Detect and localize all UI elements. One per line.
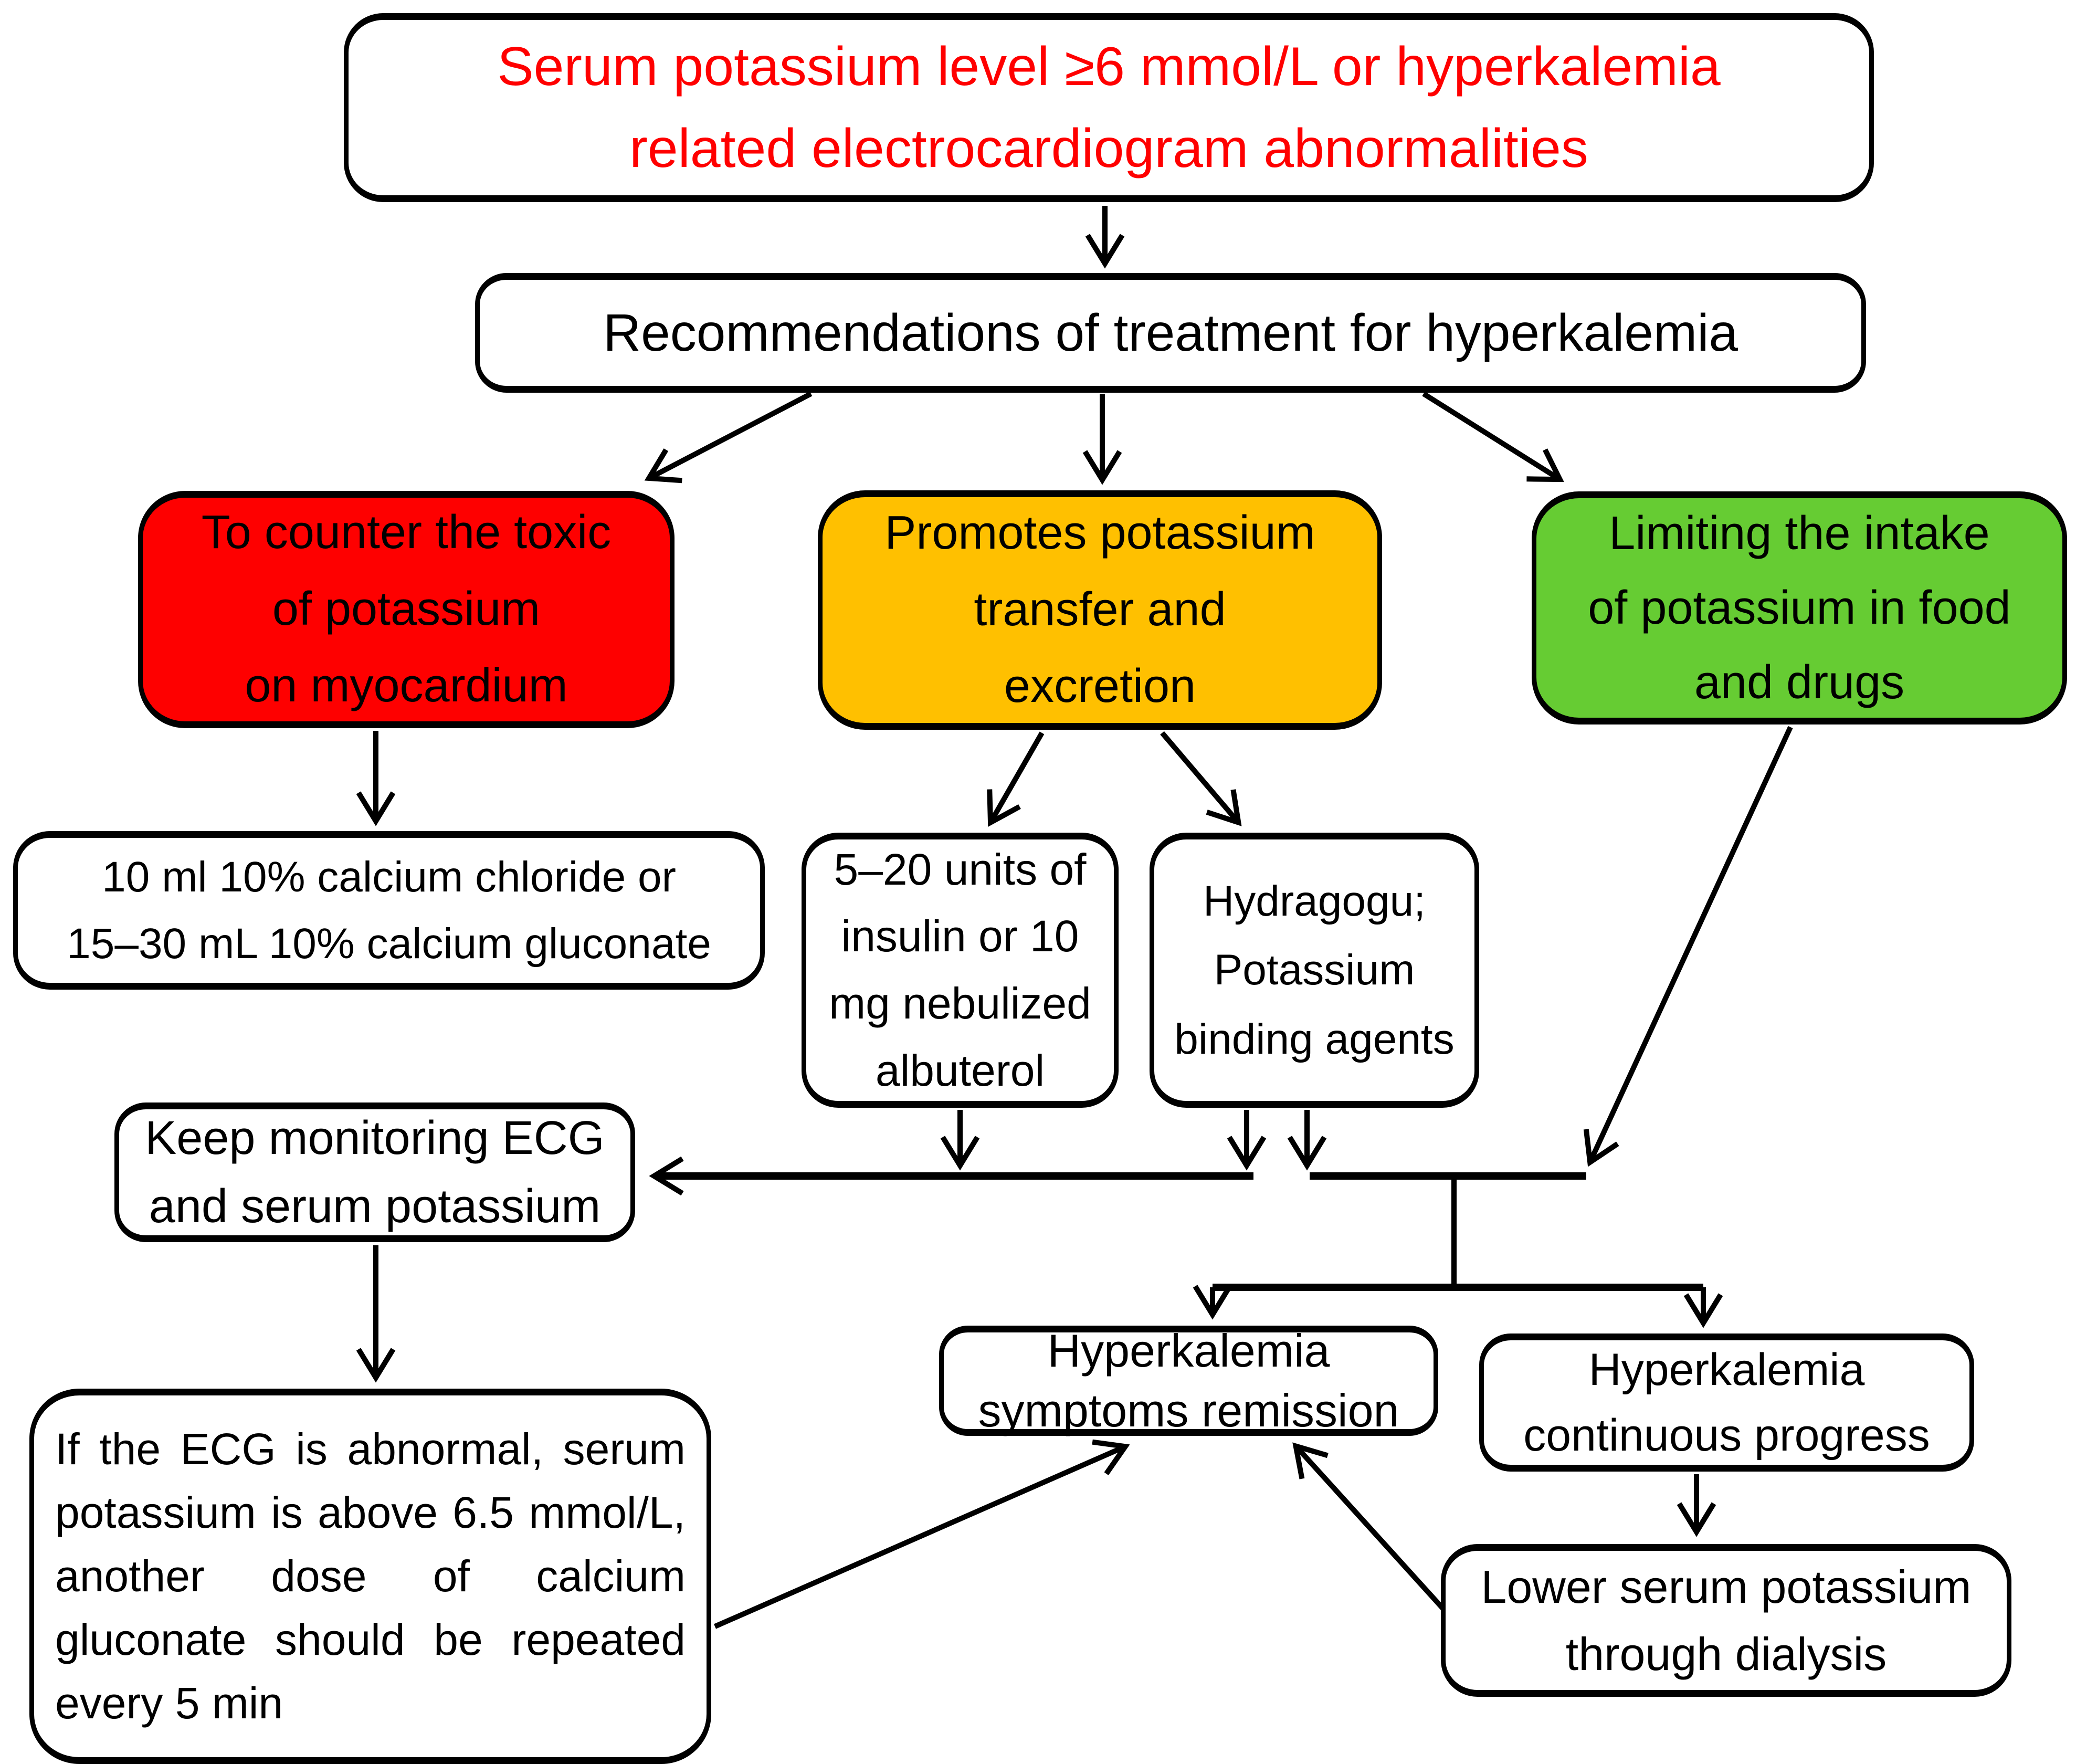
node-text-line: continuous progress bbox=[1523, 1410, 1930, 1461]
arrow-rec-to-limit-intake bbox=[1422, 391, 1564, 482]
node-text-line: symptoms remission bbox=[978, 1384, 1399, 1436]
node-text-line: Potassium bbox=[1214, 946, 1415, 994]
node-text-line: 10 ml 10% calcium chloride or bbox=[102, 853, 676, 901]
node-text-line: and serum potassium bbox=[149, 1180, 601, 1233]
node-text-line: on myocardium bbox=[245, 659, 568, 712]
node-ecg-abnormal-repeat-dose: If the ECG is abnormal, serum potassium … bbox=[29, 1389, 711, 1764]
node-text-line: and drugs bbox=[1694, 656, 1905, 709]
node-continuous-progress: Hyperkalemia continuous progress bbox=[1479, 1334, 1974, 1472]
node-text-line: Promotes potassium bbox=[884, 507, 1315, 560]
node-text-line: Recommendations of treatment for hyperka… bbox=[603, 303, 1738, 362]
node-text-line: through dialysis bbox=[1565, 1628, 1887, 1680]
node-text-line: mg nebulized bbox=[829, 979, 1091, 1028]
node-text-line: insulin or 10 bbox=[841, 911, 1079, 961]
node-text-line: of potassium in food bbox=[1588, 581, 2011, 634]
arrow-dialysis-to-remission bbox=[1292, 1442, 1446, 1611]
node-text-line: Hyperkalemia bbox=[1047, 1324, 1330, 1377]
node-text-line: 15–30 mL 10% calcium gluconate bbox=[67, 920, 711, 968]
arrow-limit-to-collector bbox=[1583, 726, 1793, 1167]
node-keep-monitoring: Keep monitoring ECG and serum potassium bbox=[114, 1102, 635, 1242]
node-paragraph: If the ECG is abnormal, serum potassium … bbox=[55, 1424, 686, 1728]
node-limit-intake: Limiting the intake of potassium in food… bbox=[1532, 491, 2067, 724]
arrow-promote-to-insulin bbox=[987, 731, 1045, 827]
node-text-line: transfer and bbox=[974, 583, 1226, 636]
node-promote-transfer: Promotes potassium transfer and excretio… bbox=[818, 490, 1382, 730]
node-recommendations: Recommendations of treatment for hyperka… bbox=[475, 273, 1866, 393]
node-text-line: Hyperkalemia bbox=[1588, 1344, 1865, 1395]
node-hydragogu-binding-agents: Hydragogu; Potassium binding agents bbox=[1150, 833, 1479, 1108]
node-text-line: albuterol bbox=[875, 1045, 1045, 1095]
node-text-line: related electrocardiogram abnormalities bbox=[629, 118, 1588, 179]
node-symptoms-remission: Hyperkalemia symptoms remission bbox=[939, 1325, 1438, 1436]
node-text-line: Keep monitoring ECG bbox=[145, 1111, 605, 1164]
arrow-promote-to-hydragogu bbox=[1160, 731, 1242, 826]
node-dialysis: Lower serum potassium through dialysis bbox=[1441, 1544, 2011, 1697]
node-text-line: binding agents bbox=[1174, 1015, 1455, 1063]
arrow-rec-to-counter-toxic bbox=[644, 391, 813, 484]
node-serum-potassium-trigger: Serum potassium level ≥6 mmol/L or hyper… bbox=[344, 13, 1874, 202]
node-text-line: of potassium bbox=[272, 583, 541, 636]
node-text-line: Limiting the intake bbox=[1609, 507, 1990, 560]
node-text-line: To counter the toxic bbox=[201, 506, 612, 559]
node-text-line: 5–20 units of bbox=[834, 844, 1087, 894]
node-insulin-albuterol: 5–20 units of insulin or 10 mg nebulized… bbox=[802, 833, 1119, 1108]
node-text-line: Serum potassium level ≥6 mmol/L or hyper… bbox=[497, 36, 1721, 97]
node-text-line: Hydragogu; bbox=[1203, 877, 1426, 926]
node-calcium-dose: 10 ml 10% calcium chloride or 15–30 mL 1… bbox=[13, 831, 765, 990]
arrow-ecg-to-remission bbox=[713, 1439, 1130, 1629]
node-text-line: excretion bbox=[1004, 659, 1196, 712]
node-text-line: Lower serum potassium bbox=[1481, 1560, 1972, 1613]
node-counter-toxic: To counter the toxic of potassium on myo… bbox=[138, 491, 675, 728]
